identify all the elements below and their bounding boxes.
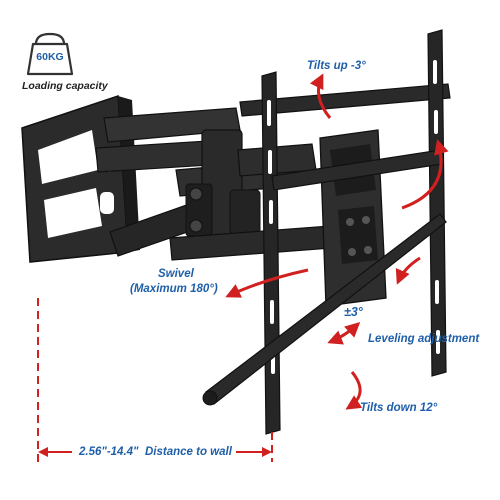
top-crossbar — [239, 83, 451, 117]
tilt-up-arrow — [309, 73, 332, 119]
tilt-down-label: Tilts down 12° — [360, 402, 438, 414]
tilt-up-label: Tilts up -3° — [307, 60, 366, 72]
weight-icon — [26, 32, 74, 76]
tilt-down-arrow — [345, 371, 363, 410]
right-vertical-rail — [427, 29, 447, 377]
swivel-range-label: (Maximum 180°) — [130, 283, 218, 295]
bottom-crossbar — [202, 213, 447, 406]
distance-range-label: 2.56"-14.4" — [79, 446, 139, 458]
loading-capacity-label: Loading capacity — [22, 80, 108, 92]
tilt-down-left-arrow — [395, 256, 421, 285]
swivel-label: Swivel — [158, 268, 194, 280]
distance-to-wall-label: Distance to wall — [145, 446, 232, 458]
weight-value: 60KG — [36, 51, 64, 63]
leveling-label: Leveling adjustment — [368, 333, 480, 345]
left-vertical-rail — [261, 71, 281, 435]
leveling-value: ±3° — [344, 305, 363, 319]
leveling-arrow — [327, 321, 361, 345]
tilt-right-arrow — [401, 139, 449, 210]
swivel-arrow — [225, 268, 309, 298]
wall-plate — [21, 94, 140, 263]
distance-dimension — [37, 298, 273, 462]
